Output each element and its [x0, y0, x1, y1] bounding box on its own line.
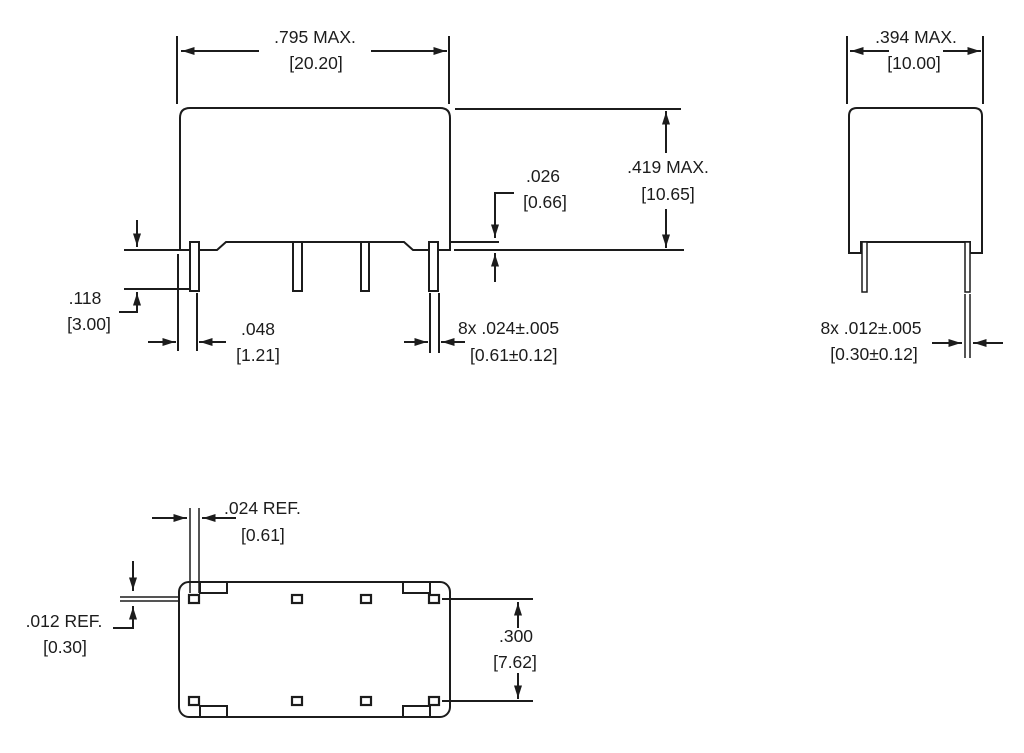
- front-pin-offset-dim-inch: .048: [241, 319, 275, 339]
- side-view: .394 MAX. [10.00] 8x .012±.005 [0.30±0.1…: [820, 27, 1003, 364]
- bottom-pin-7: [359, 695, 373, 707]
- dim-bottom-row-spacing: .300 [7.62]: [442, 598, 537, 702]
- bottom-notch-bottom-right: [402, 705, 431, 718]
- leader-line: [113, 606, 137, 629]
- bottom-pin-8: [427, 695, 441, 707]
- front-width-dim-mm: [20.20]: [289, 53, 343, 73]
- bottom-pin-thickness-dim-inch: .012 REF.: [26, 611, 103, 631]
- leader-line: [119, 292, 141, 313]
- dim-front-pin-offset: .048 [1.21]: [148, 254, 280, 365]
- front-pin-offset-dim-mm: [1.21]: [236, 345, 280, 365]
- bottom-pin-3: [359, 593, 373, 605]
- leader-line: [491, 192, 514, 238]
- front-height-dim-mm: [10.65]: [641, 184, 695, 204]
- bottom-notch-top-right: [402, 581, 431, 594]
- side-body-outline: [848, 107, 983, 254]
- bottom-pin-1: [187, 593, 201, 605]
- front-pin-3: [360, 241, 370, 292]
- bottom-pin-2: [290, 593, 304, 605]
- side-width-dim-inch: .394 MAX.: [875, 27, 957, 47]
- side-pin-1: [861, 241, 868, 293]
- front-pin-width-dim-inch: 8x .024±.005: [458, 318, 559, 338]
- bottom-pin-width-dim-inch: .024 REF.: [224, 498, 301, 518]
- front-pin-length-dim-inch: .118: [69, 288, 102, 308]
- dim-front-pin-length: .118 [3.00]: [67, 220, 189, 334]
- side-pin-2: [964, 241, 971, 293]
- front-pin-2: [292, 241, 303, 292]
- bottom-pin-6: [290, 695, 304, 707]
- side-pin-thickness-dim-inch: 8x .012±.005: [820, 318, 921, 338]
- dim-front-height: .419 MAX. [10.65]: [451, 108, 709, 251]
- bottom-body-outline: [178, 581, 451, 718]
- dim-bottom-pin-width: .024 REF. [0.61]: [152, 498, 301, 593]
- dim-front-width: .795 MAX. [20.20]: [176, 27, 450, 104]
- bottom-pin-width-dim-mm: [0.61]: [241, 525, 285, 545]
- front-standoff-dim-mm: [0.66]: [523, 192, 567, 212]
- front-view: .795 MAX. [20.20] .419 MAX. [10.65] .026…: [67, 27, 709, 365]
- front-pin-4: [428, 241, 439, 292]
- bottom-notch-bottom-left: [199, 705, 228, 718]
- front-body-outline: [179, 107, 451, 251]
- dim-side-pin-thickness: 8x .012±.005 [0.30±0.12]: [820, 294, 1003, 364]
- dim-side-width: .394 MAX. [10.00]: [846, 27, 984, 104]
- bottom-notch-top-left: [199, 581, 228, 594]
- bottom-pin-5: [187, 695, 201, 707]
- bottom-row-spacing-dim-mm: [7.62]: [493, 652, 537, 672]
- front-standoff-dim-inch: .026: [526, 166, 560, 186]
- side-pin-thickness-dim-mm: [0.30±0.12]: [830, 344, 917, 364]
- bottom-pin-thickness-dim-mm: [0.30]: [43, 637, 87, 657]
- front-pin-width-dim-mm: [0.61±0.12]: [470, 345, 557, 365]
- front-pin-1: [189, 241, 200, 292]
- bottom-row-spacing-dim-inch: .300: [499, 626, 533, 646]
- front-width-dim-inch: .795 MAX.: [274, 27, 356, 47]
- front-height-dim-inch: .419 MAX.: [627, 157, 709, 177]
- bottom-pin-4: [427, 593, 441, 605]
- dim-front-pin-width: 8x .024±.005 [0.61±0.12]: [404, 293, 559, 365]
- dim-front-standoff: .026 [0.66]: [491, 166, 567, 282]
- front-pin-length-dim-mm: [3.00]: [67, 314, 111, 334]
- bottom-view: .024 REF. [0.61] .012 REF. [0.30] .300 […: [26, 498, 537, 718]
- side-width-dim-mm: [10.00]: [887, 53, 941, 73]
- dim-bottom-pin-thickness: .012 REF. [0.30]: [26, 561, 178, 657]
